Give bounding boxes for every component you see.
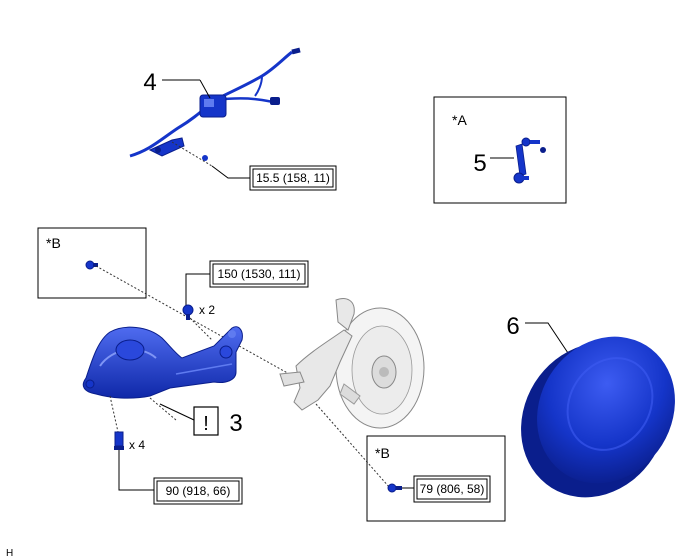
harness-torque-box: [249, 165, 337, 191]
wire-harness-part-4: [129, 47, 301, 161]
lower-bolt-quantity: x 4: [129, 438, 145, 452]
view-b-left-label: *B: [46, 235, 61, 251]
view-b-left-guide: [95, 265, 301, 381]
harness-torque-value: 15.5 (158, 11): [256, 171, 330, 185]
view-b-right-guide: [315, 403, 391, 489]
view-b-bolt-icon: [85, 260, 98, 270]
upper-bolt-icon: [182, 304, 194, 320]
lower-bolt-leader: [118, 450, 154, 491]
part3-leader: [159, 403, 195, 421]
part-number-5: 5: [473, 150, 486, 177]
upper-torque-value: 150 (1530, 111): [218, 267, 301, 281]
knuckle-bolt-icon: [387, 483, 402, 493]
trailing-arm-part-3: [82, 326, 243, 399]
knuckle-brake-assembly: [279, 298, 425, 429]
knuckle-torque-value: 79 (806, 58): [420, 482, 485, 496]
part6-leader: [525, 322, 571, 357]
knuckle-torque-box: [413, 475, 491, 503]
stabilizer-link-part-5: [513, 137, 546, 184]
upper-bolt-quantity: x 2: [199, 303, 215, 317]
view-b-left-frame: [37, 227, 147, 299]
tire-part-6: [521, 336, 675, 498]
illustration-code: H: [6, 548, 13, 559]
view-b-right-label: *B: [375, 445, 390, 461]
part-number-4: 4: [143, 69, 156, 96]
lower-bolt-icon: [114, 431, 124, 450]
upper-bolt-leader: [185, 273, 210, 306]
part-number-3: 3: [229, 410, 242, 437]
view-b-right-frame: [366, 435, 506, 522]
part-number-6: 6: [506, 313, 519, 340]
caution-symbol: !: [203, 413, 209, 435]
view-a-frame: [433, 96, 567, 204]
harness-torque-leader: [211, 165, 250, 179]
view-a-label: *A: [452, 112, 467, 128]
caution-box: [193, 406, 219, 436]
lower-torque-value: 90 (918, 66): [166, 484, 231, 498]
lower-torque-box: [153, 477, 243, 505]
